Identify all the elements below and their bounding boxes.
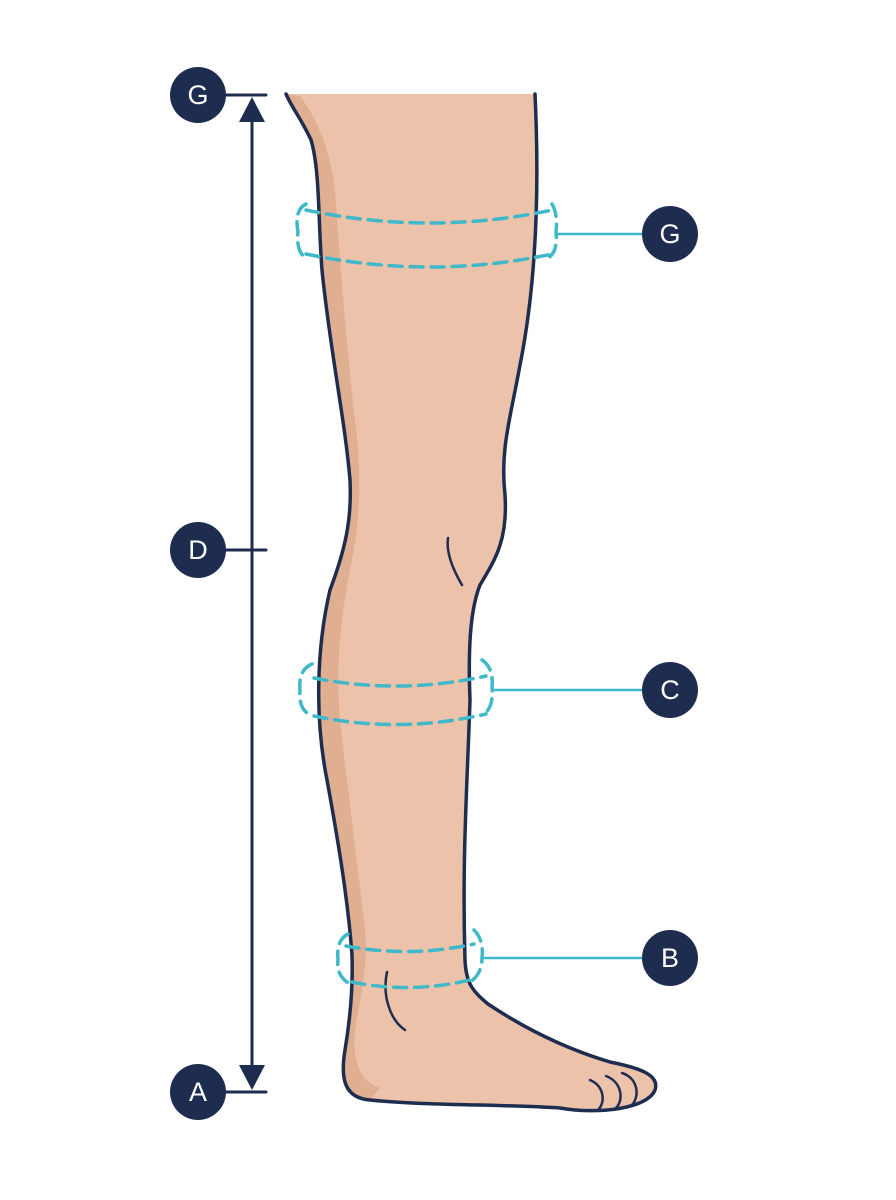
badge-label: C: [660, 675, 680, 705]
arrow-down-icon: [239, 1065, 265, 1090]
badge-length-mid: D: [170, 522, 226, 578]
toe-lines: [588, 1071, 638, 1112]
leg-outline-back: [284, 92, 658, 1113]
leg-illustration: [284, 92, 658, 1113]
length-dimension: [220, 93, 268, 1094]
leg-body: [286, 94, 656, 1111]
badge-ankle: B: [642, 930, 698, 986]
badge-label: A: [189, 1077, 207, 1107]
tape-band-calf: [298, 658, 495, 727]
knee-crease: [446, 536, 464, 587]
badge-calf: C: [642, 662, 698, 718]
tape-band-ankle: [335, 928, 485, 990]
tape-band-thigh: [295, 202, 559, 269]
leg-shading: [286, 94, 380, 1100]
ankle-line: [384, 970, 407, 1032]
arrow-up-icon: [239, 97, 265, 122]
badge-label: D: [188, 535, 208, 565]
badge-length-bottom: A: [170, 1064, 226, 1120]
badge-label: G: [187, 80, 208, 110]
badge-thigh: G: [642, 206, 698, 262]
badge-label: B: [661, 943, 679, 973]
leader-lines: [482, 232, 642, 960]
badge-length-top: G: [170, 67, 226, 123]
badge-label: G: [659, 219, 680, 249]
